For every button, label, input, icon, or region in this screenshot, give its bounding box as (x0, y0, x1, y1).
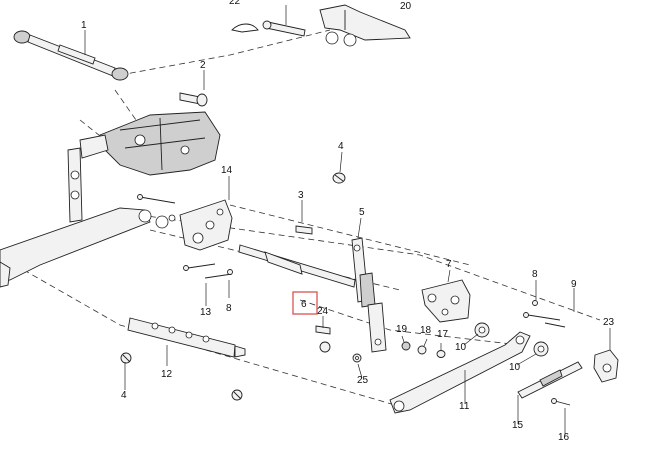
bolts-right (523, 300, 566, 328)
callout-25: 25 (357, 375, 369, 386)
callout-13: 13 (200, 307, 212, 318)
callout-24: 24 (317, 306, 329, 317)
part-11-lower-link (389, 331, 531, 414)
part-22-clip (231, 23, 259, 33)
part-2-pin (179, 92, 208, 107)
callout-16: 16 (558, 432, 570, 443)
left-lift-rod (67, 147, 83, 223)
part-3-bushing (295, 225, 313, 235)
callout-22: 22 (229, 0, 241, 7)
callout-labels: 1 2 22 20 4 3 14 5 7 8 9 8 13 23 24 19 1… (81, 0, 615, 443)
part-7-bracket (421, 279, 471, 323)
callout-12: 12 (161, 369, 173, 380)
callout-2: 2 (200, 60, 206, 71)
callout-8-left: 8 (226, 303, 232, 314)
part-23-end-bracket (593, 349, 619, 383)
callout-20: 20 (400, 1, 412, 12)
callout-11: 11 (459, 401, 470, 412)
part-16-bolt (551, 398, 571, 406)
leader-lines (84, 5, 611, 436)
part-15-stabilizer (517, 361, 583, 399)
pin-near-22 (262, 20, 306, 37)
part-14-bracket-plate (155, 199, 233, 251)
left-lower-link (0, 207, 152, 288)
callout-9: 9 (571, 279, 577, 290)
bolts-left (137, 194, 233, 279)
callout-3: 3 (298, 190, 304, 201)
callout-7: 7 (446, 259, 452, 270)
part-24-pin (315, 325, 331, 353)
callout-18: 18 (420, 325, 432, 336)
part-4-clip-bottom (120, 352, 132, 364)
cross-shaft (238, 244, 356, 288)
callout-10-right: 10 (509, 362, 521, 373)
callout-6[interactable]: 6 (301, 299, 307, 310)
callout-6-highlight[interactable]: 6 (292, 291, 318, 315)
callout-4-bottom: 4 (121, 390, 127, 401)
hydraulic-housing (79, 111, 221, 176)
part-20-top-bracket (319, 4, 411, 47)
callout-4-top: 4 (338, 141, 344, 152)
part-12-drawbar (127, 317, 246, 358)
callout-19: 19 (396, 324, 408, 335)
parts-17-18-19-hardware (401, 341, 446, 358)
clip-bottom-right (231, 389, 243, 401)
part-5-lift-rod (351, 237, 387, 353)
callout-14: 14 (221, 165, 233, 176)
part-25-washer (352, 353, 362, 363)
callout-10-left: 10 (455, 342, 467, 353)
part-1-top-link (13, 30, 129, 81)
callout-5: 5 (359, 207, 365, 218)
callout-1: 1 (81, 20, 87, 31)
callout-17: 17 (437, 329, 449, 340)
callout-15: 15 (512, 420, 524, 431)
highlight-box[interactable] (292, 291, 318, 315)
callout-23: 23 (603, 317, 615, 328)
part-4-clip-top (332, 172, 346, 184)
callout-8-right: 8 (532, 269, 538, 280)
part-10-bushings (474, 322, 549, 357)
